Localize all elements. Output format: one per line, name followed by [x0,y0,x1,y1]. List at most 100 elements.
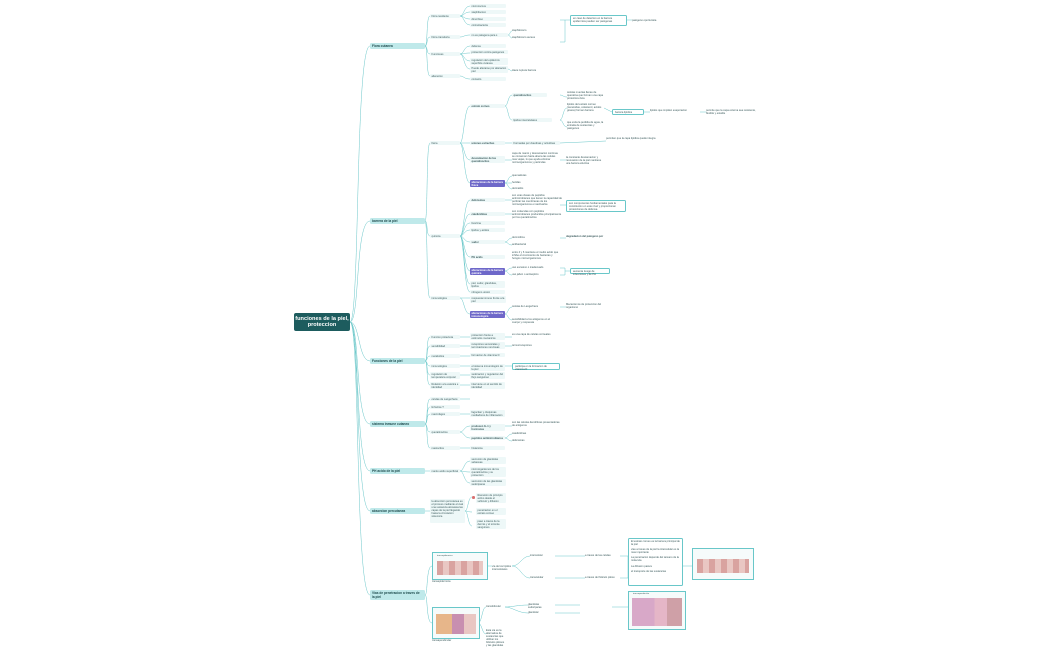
absorcion-item-3[interactable]: paso a traves de la dermis y el torrente… [476,519,506,530]
ph-item-3[interactable]: secrecion de las glandulas sudoriparas [470,479,506,487]
quimica-ph[interactable]: PH acido [470,255,505,260]
fisica-estrato-corneo[interactable]: estrato corneo [470,104,505,109]
funciones-sensibilidad[interactable]: sensibilidad [430,344,460,349]
fisica-descamacion[interactable]: descamacion de las queratinocitos [470,156,505,164]
link-root-vias [349,321,371,596]
via-mid4: glandulas sudoriparas [528,603,542,610]
flora-puede-alterarse[interactable]: Puede alterarse por alteracion piel [470,66,508,74]
funciones-right-1: es una capa de celulas corneales [512,333,551,336]
quimica-alteraciones[interactable]: alteraciones de la barrera quimica [470,268,505,276]
flora-staphilococo[interactable]: staphilococo [470,10,506,15]
fisica-dermatitis: dermatitis [512,187,524,190]
skin-section-illustration [436,614,476,634]
sistema-mid-4[interactable]: histamina [470,446,505,451]
via-caption-bottom: transapendicular [633,593,650,595]
inmuno-cells-desc: Mecanismos de proteccion del organismo [566,303,602,310]
funciones-mid-2[interactable]: receptores sensoriales y terminaciones n… [470,342,505,350]
barrera-quimica[interactable]: quimica [430,234,460,239]
flora-corinebacteria[interactable]: corinebacteria [470,23,506,28]
sistema-queratinocitos[interactable]: queratinocitos [430,430,460,435]
flora-patogeno-oportunista: patogeno oportunista [632,19,657,22]
flora-defensa[interactable]: defensa [470,44,506,49]
main-vias-penetracion[interactable]: Vias de penetracion a traves de la piel [370,590,425,600]
quimica-lisozima[interactable]: lisozima [470,221,505,226]
flora-funciones[interactable]: Funciones [430,52,460,57]
quimica-alt-1: uso excesivo o inadecuado [512,266,544,269]
flora-regulacion[interactable]: regulacion del epidermis superficie cuta… [470,58,508,66]
fisica-queratinocitos[interactable]: queratinocitos [512,93,547,98]
absorcion-item-2[interactable]: penetracion en el estrato corneo [476,508,506,516]
funciones-metabolica[interactable]: metabolica [430,354,460,359]
sistema-mid-3[interactable]: peptidos antimicrobianos [470,436,505,441]
flora-micrococcus[interactable]: micrococcus [470,4,506,9]
quimica-degradacion: degradacion del patogeno por [566,235,604,238]
sistema-right-1: son las celulas dendriticas presentadora… [512,421,560,428]
inmuno-alt-desc: sensibilidad a los antigenos en el cuerp… [512,318,551,325]
sistema-langerhans[interactable]: celulas de Langerhans [430,397,460,402]
flora-proteccion[interactable]: proteccion contra patogenos [470,50,508,55]
barrera-fisica[interactable]: fisica [430,141,460,146]
main-funciones-piel[interactable]: Funciones de la piel [370,358,425,364]
fisica-alteraciones[interactable]: alteraciones de la barrera fisica [470,180,505,188]
quimica-catelicidinas[interactable]: catelicidinas [470,212,505,217]
quimica-defensinas[interactable]: defensinas [470,198,505,203]
quimica-glandulas[interactable]: piel, sudor, glandulas, lipidos [470,281,505,289]
flora-residente[interactable]: Flora residente [430,14,460,19]
flora-transitoria[interactable]: Flora transitoria [430,35,460,40]
funciones-mid-1[interactable]: proteccion frente a estimulos mecanicos [470,333,505,341]
via-intercelular: intercelular [530,554,543,557]
ph-manto-acido[interactable]: manto acido superficial [430,469,460,474]
quimica-lipidos[interactable]: lipidos y acidos [470,228,505,233]
fisica-desc1: celulas muertas llenas de queratina que … [567,91,604,101]
quimica-sudor[interactable]: sudor [470,240,505,245]
fisica-uniones-desc[interactable]: Formadas por claudinas y ocludinas [512,141,560,146]
flora-alteracion[interactable]: alteracion [430,74,460,79]
ph-item-1[interactable]: secrecion de glandulas sebaceas [470,457,506,465]
via-list-2: vias a traves de la piel la intercelular… [631,548,680,555]
funciones-mid-4[interactable]: el sistema inmunologico de la piel [470,364,505,372]
barrera-inmunologica[interactable]: inmunologica [430,296,460,301]
funciones-right-3: participa en la formacion de vitamina D [512,363,560,371]
via-transepidermica-label: transepidermica [432,580,451,583]
flora-dimorfoso[interactable]: dimorfoso [470,17,506,22]
quimica-nitrogeno[interactable]: nitrogeno ureico [470,290,505,295]
sistema-right-2: catelicidinas [512,432,527,435]
inmuno-cells: celulas de Langerhans [512,305,539,308]
funciones-inmunologica[interactable]: inmunologica [430,364,460,369]
funciones-temperatura[interactable]: regulacion de temperatura corporal [430,372,460,380]
main-ph-acido[interactable]: PH acido de la piel [370,468,425,474]
funciones-mid-5[interactable]: sudoracion y regulacion del flujo sangui… [470,372,505,380]
fisica-uniones[interactable]: uniones estrechas [470,141,505,146]
link-root-barrera [349,220,371,323]
main-absorcion-percutanea[interactable]: absorcion percutanea [370,508,425,514]
skin-follicle-illustration [632,598,682,626]
absorcion-definicion[interactable]: la absorcion percutanea es el proceso me… [430,499,465,523]
flora-contacto[interactable]: contacto [470,77,506,82]
sistema-linfocitos[interactable]: linfocitos T [430,405,460,410]
fisica-lipidos[interactable]: lipidos intercelulares [512,118,552,123]
sistema-mid-2[interactable]: producen IL-1 y hormonas [470,424,505,432]
absorcion-item-1[interactable]: liberacion de principio activo desde el … [476,493,506,504]
root-node[interactable]: funciones de la piel, proteccion [294,313,350,331]
link-root-absorcion [349,321,371,512]
inmuno-respuesta[interactable]: respuesta inmune frente a la piel [470,296,506,304]
inmuno-alteraciones[interactable]: alteraciones de la barrera inmunologica [470,311,505,319]
via-bottom-desc: Esta via es la alternativa de sustancias… [486,629,505,648]
quimica-cat-desc: son moleculas con peptidos antimicrobian… [512,210,562,220]
main-barrera-piel[interactable]: barrera de la piel [370,218,425,224]
sistema-mastocitos[interactable]: mastocitos [430,446,460,451]
funciones-estetica[interactable]: Relacion a la estetica e identidad [430,382,460,390]
sistema-mid-1[interactable]: fagocitan y citoquinas mediadores de inf… [470,410,505,418]
funciones-mid-3[interactable]: formacion de vitamina D [470,353,505,358]
main-sistema-inmune[interactable]: sistema inmune cutaneo [370,421,425,427]
ph-item-2[interactable]: microorganismos de los queratinocitos y … [470,467,506,478]
funciones-protectora[interactable]: Funcion protectora [430,335,460,340]
main-flora-cutanea[interactable]: Flora cutanea [370,43,425,49]
fisica-heridas: heridas [512,181,521,184]
funciones-mid-6[interactable]: interviene en el sentido de identidad [470,382,505,390]
fisica-far2: permite que la capa externa sea resisten… [706,109,756,116]
sistema-macrofagos[interactable]: macrofagos [430,412,460,417]
flora-staph-a: staphilococo [512,29,527,32]
flora-no-patogena[interactable]: no es patogena para s [470,33,508,38]
